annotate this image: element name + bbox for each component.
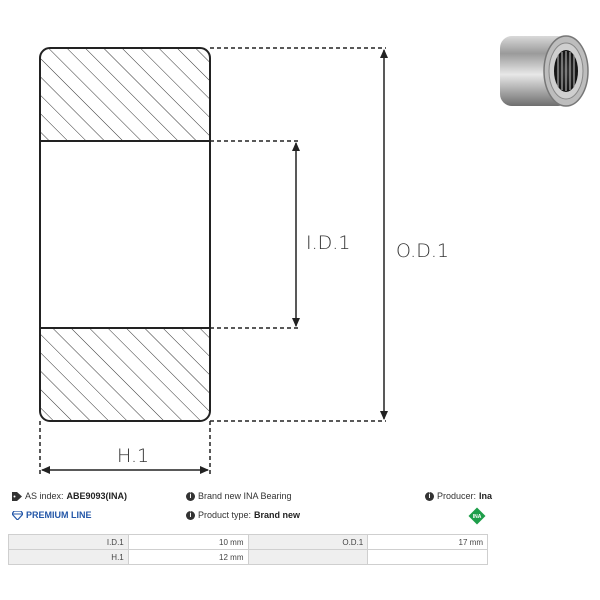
producer: i Producer: Ina xyxy=(425,491,492,501)
info-icon: i xyxy=(425,491,434,501)
premium-line: PREMIUM LINE xyxy=(12,510,92,520)
as-index: AS index: ABE9093(INA) xyxy=(12,491,127,501)
hatched-ring-sections xyxy=(40,48,210,421)
info-row-1: AS index: ABE9093(INA) i Brand new INA B… xyxy=(0,491,600,507)
info-row-2: PREMIUM LINE i Product type: Brand new I… xyxy=(0,507,600,526)
info-icon: i xyxy=(186,510,195,520)
product-type-value: Brand new xyxy=(254,510,301,520)
spec-key: O.D.1 xyxy=(247,534,369,550)
producer-label: Producer: xyxy=(437,491,477,501)
ina-logo-icon: INA xyxy=(468,507,486,525)
producer-value: Ina xyxy=(479,491,493,501)
spec-table: I.D.1 10 mm O.D.1 17 mm H.1 12 mm xyxy=(8,534,488,565)
brand-line: i Brand new INA Bearing xyxy=(186,491,292,501)
as-index-value: ABE9093(INA) xyxy=(66,491,128,501)
bearing-cross-section-diagram: I.D.1 O.D.1 H.1 xyxy=(39,47,449,474)
info-icon: i xyxy=(186,491,195,501)
spec-key xyxy=(247,549,369,565)
spec-value: 10 mm xyxy=(127,534,249,550)
table-row: I.D.1 10 mm O.D.1 17 mm xyxy=(8,534,488,550)
spec-key: I.D.1 xyxy=(8,534,129,550)
as-index-prefix: AS index: xyxy=(25,491,64,501)
svg-text:INA: INA xyxy=(473,514,482,520)
spec-key: H.1 xyxy=(8,549,129,565)
brand-logo: INA xyxy=(468,507,486,525)
extension-lines xyxy=(39,47,386,474)
tag-icon xyxy=(12,491,22,501)
od-label: O.D.1 xyxy=(396,240,449,262)
product-type-label: Product type: xyxy=(198,510,252,520)
table-row: H.1 12 mm xyxy=(8,549,488,565)
needle-roller-bearing-photo xyxy=(500,35,589,107)
diamond-icon xyxy=(12,510,23,520)
spec-value: 17 mm xyxy=(367,534,488,550)
id-label: I.D.1 xyxy=(306,232,350,254)
product-type: i Product type: Brand new xyxy=(186,510,300,520)
premium-label: PREMIUM LINE xyxy=(26,510,92,520)
spec-value: 12 mm xyxy=(127,549,249,565)
spec-value xyxy=(367,549,488,565)
bearing-outline xyxy=(39,47,211,422)
h-label: H.1 xyxy=(117,445,149,467)
brand-line-text: Brand new INA Bearing xyxy=(198,491,292,501)
